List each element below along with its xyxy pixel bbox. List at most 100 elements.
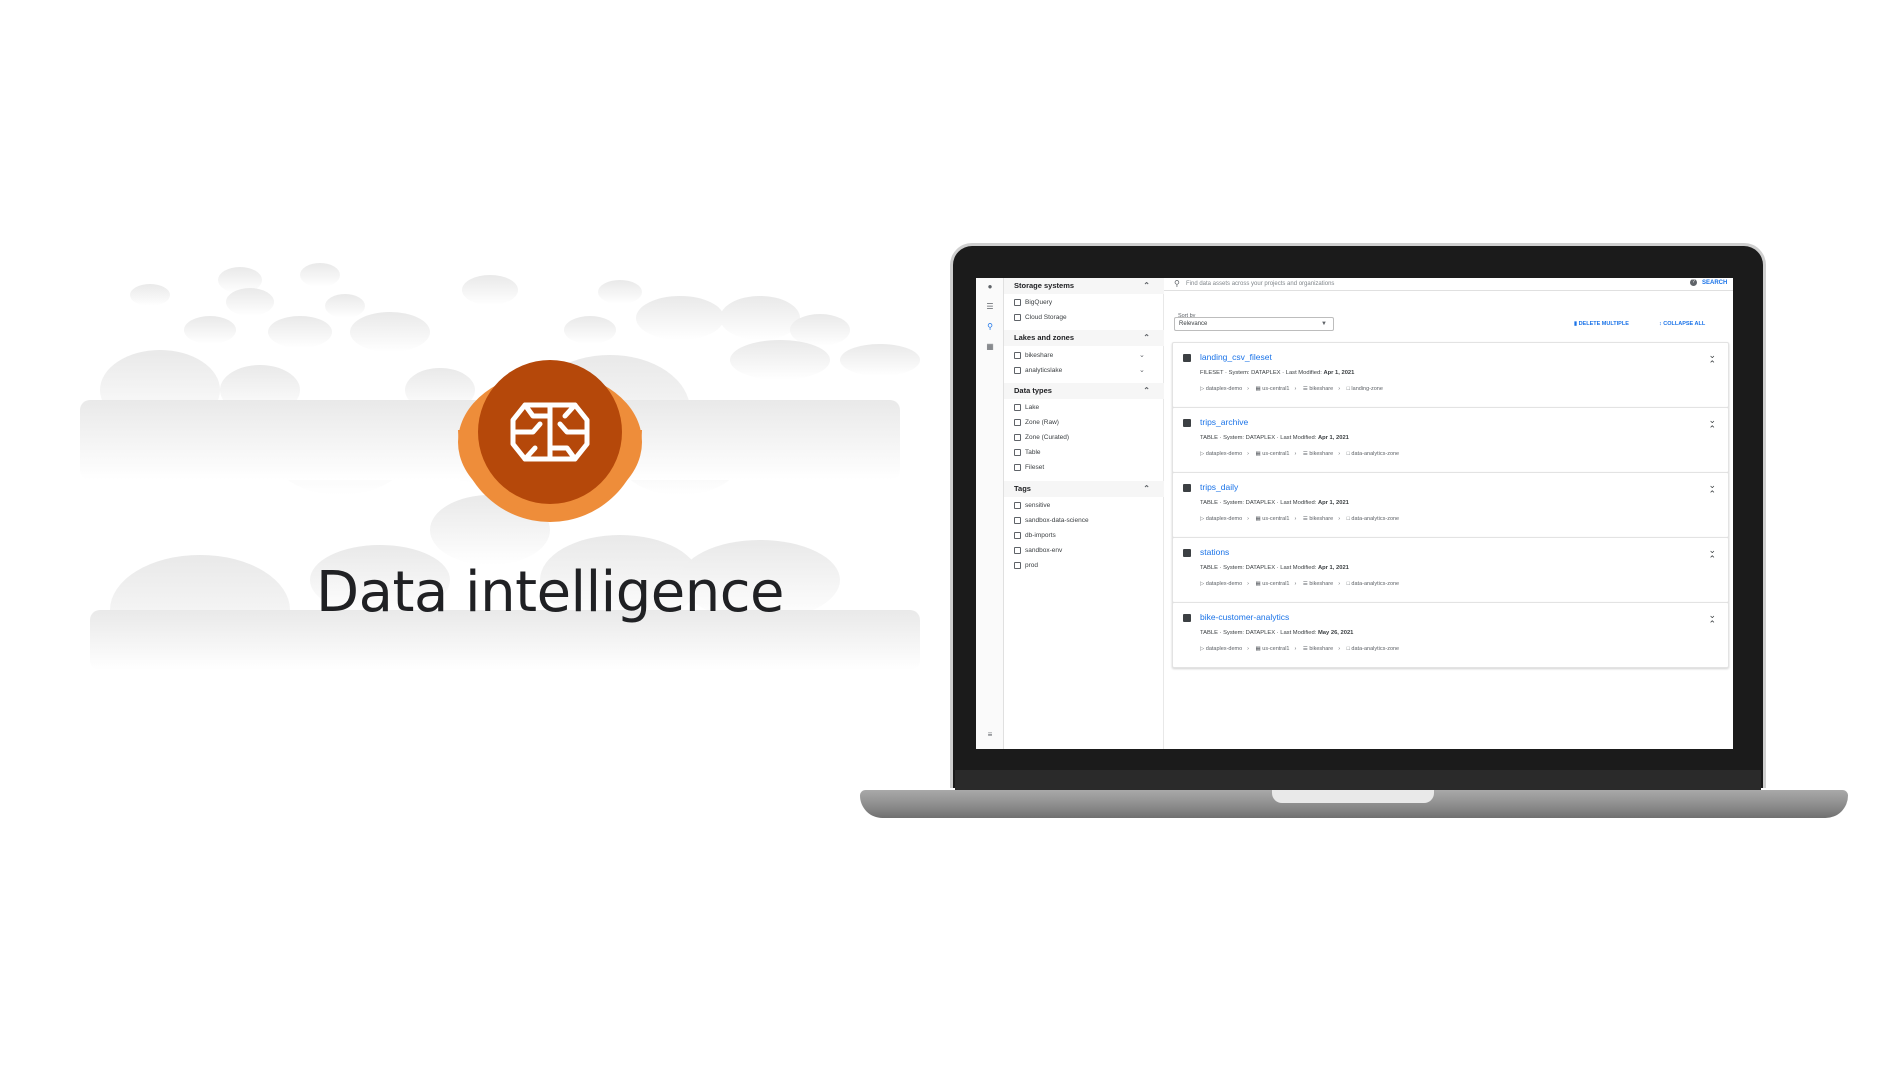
result-meta: TABLE · System: DATAPLEX · Last Modified… bbox=[1200, 435, 1349, 441]
result-card[interactable]: stations TABLE · System: DATAPLEX · Last… bbox=[1172, 537, 1729, 603]
checkbox[interactable] bbox=[1014, 531, 1021, 539]
filter-option-label: sensitive bbox=[1025, 502, 1051, 509]
collapse-card-icon[interactable]: ⌄⌃ bbox=[1708, 545, 1716, 564]
zone-icon: □ bbox=[1346, 581, 1350, 587]
checkbox[interactable] bbox=[1014, 418, 1021, 426]
checkbox[interactable] bbox=[1014, 463, 1021, 471]
result-title[interactable]: bike-customer-analytics bbox=[1200, 612, 1290, 622]
filter-group-title: Storage systems bbox=[1014, 281, 1075, 290]
chevron-up-icon[interactable]: ⌃ bbox=[1143, 333, 1150, 342]
filter-group-tags[interactable]: Tags ⌃ bbox=[1004, 481, 1164, 497]
chevron-down-icon[interactable]: ⌄ bbox=[1139, 367, 1145, 374]
zone-icon: □ bbox=[1346, 451, 1350, 457]
filter-option-label: prod bbox=[1025, 562, 1039, 569]
filter-option-bigquery[interactable]: BigQuery bbox=[1014, 297, 1052, 309]
filter-option-zone-raw[interactable]: Zone (Raw) bbox=[1014, 417, 1059, 429]
chevron-down-icon[interactable]: ⌄ bbox=[1139, 352, 1145, 359]
search-bar[interactable]: ⚲ Find data assets across your projects … bbox=[1164, 278, 1733, 291]
project-icon: ▷ bbox=[1200, 646, 1205, 652]
icon-rail: ● ☰ ⚲ ▦ ≡ bbox=[976, 278, 1004, 749]
filter-option-label: Fileset bbox=[1025, 464, 1045, 471]
filter-option-label: Zone (Raw) bbox=[1025, 419, 1059, 426]
result-card[interactable]: bike-customer-analytics TABLE · System: … bbox=[1172, 602, 1729, 668]
result-card[interactable]: landing_csv_fileset FILESET · System: DA… bbox=[1172, 342, 1729, 408]
filter-option-lake[interactable]: Lake bbox=[1014, 402, 1039, 414]
region-icon: ▦ bbox=[1255, 516, 1261, 522]
filter-option-sandbox-env[interactable]: sandbox-env bbox=[1014, 545, 1062, 557]
search-input[interactable]: Find data assets across your projects an… bbox=[1186, 281, 1335, 287]
filter-option-sandbox-data-science[interactable]: sandbox-data-science bbox=[1014, 515, 1089, 527]
collapse-icon: ↕ bbox=[1659, 321, 1662, 327]
checkbox[interactable] bbox=[1014, 351, 1021, 359]
filter-group-lakes[interactable]: Lakes and zones ⌃ bbox=[1004, 330, 1164, 346]
zone-icon: □ bbox=[1346, 386, 1350, 392]
filter-option-cloud-storage[interactable]: Cloud Storage bbox=[1014, 312, 1067, 324]
filter-option-prod[interactable]: prod bbox=[1014, 560, 1038, 572]
settings-icon[interactable]: ≡ bbox=[987, 730, 993, 739]
search-button[interactable]: SEARCH bbox=[1702, 280, 1728, 286]
result-path: ▷ dataplex-demo› ▦ us-central1› ☰ bikesh… bbox=[1200, 516, 1400, 522]
checkbox[interactable] bbox=[1014, 516, 1021, 524]
grid-icon[interactable]: ▦ bbox=[986, 342, 994, 351]
checkbox[interactable] bbox=[1014, 313, 1021, 321]
list-icon[interactable]: ☰ bbox=[986, 302, 994, 311]
filter-option-zone-curated[interactable]: Zone (Curated) bbox=[1014, 432, 1069, 444]
chevron-up-icon[interactable]: ⌃ bbox=[1143, 281, 1150, 290]
filter-option-table[interactable]: Table bbox=[1014, 447, 1041, 459]
zone-icon: □ bbox=[1346, 646, 1350, 652]
lake-icon: ☰ bbox=[1302, 386, 1308, 392]
chevron-up-icon[interactable]: ⌃ bbox=[1143, 484, 1150, 493]
sort-select[interactable]: Relevance ▼ bbox=[1174, 317, 1334, 331]
filter-option-label: db-imports bbox=[1025, 532, 1056, 539]
checkbox[interactable] bbox=[1014, 433, 1021, 441]
collapse-card-icon[interactable]: ⌄⌃ bbox=[1708, 480, 1716, 499]
filter-option-label: analyticslake bbox=[1025, 367, 1063, 374]
region-icon: ▦ bbox=[1255, 386, 1261, 392]
collapse-card-icon[interactable]: ⌄⌃ bbox=[1708, 350, 1716, 369]
filter-group-storage[interactable]: Storage systems ⌃ bbox=[1004, 278, 1164, 294]
result-card[interactable]: trips_daily TABLE · System: DATAPLEX · L… bbox=[1172, 472, 1729, 538]
project-icon: ▷ bbox=[1200, 386, 1205, 392]
result-title[interactable]: trips_archive bbox=[1200, 417, 1249, 427]
chevron-up-icon[interactable]: ⌃ bbox=[1143, 386, 1150, 395]
collapse-card-icon[interactable]: ⌄⌃ bbox=[1708, 415, 1716, 434]
result-path: ▷ dataplex-demo› ▦ us-central1› ☰ bikesh… bbox=[1200, 451, 1400, 457]
project-icon: ▷ bbox=[1200, 451, 1205, 457]
checkbox[interactable] bbox=[1014, 298, 1021, 306]
laptop-hinge bbox=[955, 770, 1761, 790]
lake-icon: ☰ bbox=[1302, 581, 1308, 587]
result-title[interactable]: trips_daily bbox=[1200, 482, 1239, 492]
result-title[interactable]: landing_csv_fileset bbox=[1200, 352, 1272, 362]
result-path: ▷ dataplex-demo› ▦ us-central1› ☰ bikesh… bbox=[1200, 581, 1400, 587]
filter-option-bikeshare[interactable]: bikeshare⌄ bbox=[1014, 350, 1145, 362]
checkbox[interactable] bbox=[1014, 561, 1021, 569]
filter-option-fileset[interactable]: Fileset bbox=[1014, 462, 1044, 474]
search-icon[interactable]: ⚲ bbox=[987, 322, 993, 331]
delete-multiple-button[interactable]: ▮ DELETE MULTIPLE bbox=[1574, 321, 1629, 327]
result-title[interactable]: stations bbox=[1200, 547, 1230, 557]
region-icon: ▦ bbox=[1255, 581, 1261, 587]
help-icon[interactable]: ? bbox=[1690, 279, 1697, 286]
sort-value: Relevance bbox=[1179, 321, 1208, 327]
lake-icon: ☰ bbox=[1302, 451, 1308, 457]
collapse-card-icon[interactable]: ⌄⌃ bbox=[1708, 610, 1716, 629]
checkbox[interactable] bbox=[1014, 366, 1021, 374]
checkbox[interactable] bbox=[1014, 501, 1021, 509]
result-card[interactable]: trips_archive TABLE · System: DATAPLEX ·… bbox=[1172, 407, 1729, 473]
checkbox[interactable] bbox=[1014, 448, 1021, 456]
region-icon: ▦ bbox=[1255, 451, 1261, 457]
filter-option-db-imports[interactable]: db-imports bbox=[1014, 530, 1056, 542]
filter-group-data-types[interactable]: Data types ⌃ bbox=[1004, 383, 1164, 399]
filter-option-sensitive[interactable]: sensitive bbox=[1014, 500, 1050, 512]
filter-option-label: Lake bbox=[1025, 404, 1040, 411]
person-icon[interactable]: ● bbox=[987, 282, 993, 291]
filter-option-analyticslake[interactable]: analyticslake ⌄ bbox=[1014, 365, 1145, 377]
project-icon: ▷ bbox=[1200, 516, 1205, 522]
zone-icon: □ bbox=[1346, 516, 1350, 522]
checkbox[interactable] bbox=[1014, 403, 1021, 411]
checkbox[interactable] bbox=[1014, 546, 1021, 554]
collapse-all-button[interactable]: ↕ COLLAPSE ALL bbox=[1659, 321, 1705, 327]
result-meta: FILESET · System: DATAPLEX · Last Modifi… bbox=[1200, 370, 1355, 376]
result-path: ▷ dataplex-demo› ▦ us-central1› ☰ bikesh… bbox=[1200, 646, 1400, 652]
filter-group-title: Data types bbox=[1014, 386, 1052, 395]
